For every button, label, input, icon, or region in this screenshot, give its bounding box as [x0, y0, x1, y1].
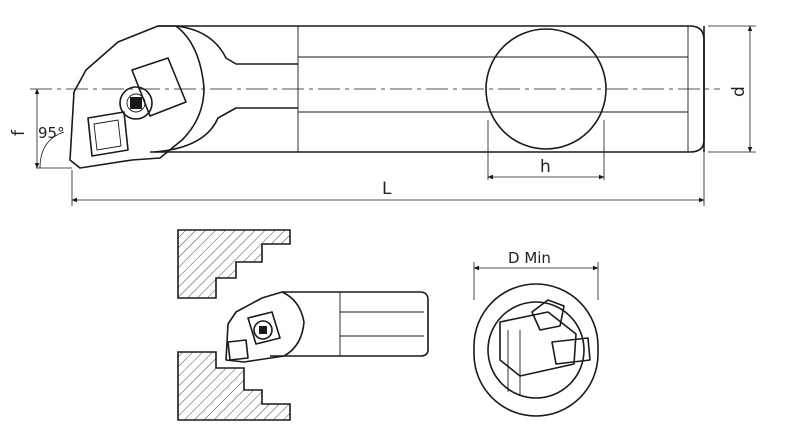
screw-socket	[130, 97, 142, 109]
small-head	[225, 291, 305, 363]
insert	[87, 111, 129, 157]
side-view: 95° f d h L	[9, 25, 756, 206]
neck-curve-top	[175, 25, 298, 65]
clamp-screw-outer	[119, 86, 153, 120]
bore-outline	[473, 283, 599, 417]
end-insert	[551, 337, 591, 365]
workpiece-upper	[177, 229, 291, 299]
end-head	[499, 311, 577, 377]
end-clamp	[531, 299, 565, 331]
dim-f-label: f	[9, 129, 29, 136]
clamp-screw-inner	[126, 93, 146, 113]
dim-d-label: d	[729, 86, 749, 97]
clamp-body	[131, 57, 187, 117]
small-screw-socket	[259, 326, 267, 334]
insert-inner	[93, 119, 122, 151]
dim-dmin-label: D Min	[508, 249, 551, 267]
small-shank	[270, 291, 429, 357]
neck-curve-bottom	[153, 107, 298, 153]
dim-L-label: L	[382, 179, 392, 199]
angle-arc	[39, 131, 65, 169]
tool-head	[69, 25, 205, 169]
small-clamp	[247, 311, 281, 345]
angle-label: 95°	[38, 124, 65, 142]
workpiece-lower	[177, 351, 291, 421]
bore-inner-circle	[487, 301, 585, 399]
small-insert	[227, 339, 249, 361]
small-screw	[253, 320, 273, 340]
boring-operation-view	[177, 229, 429, 421]
dim-h-label: h	[540, 157, 551, 177]
end-view: D Min	[473, 249, 599, 417]
